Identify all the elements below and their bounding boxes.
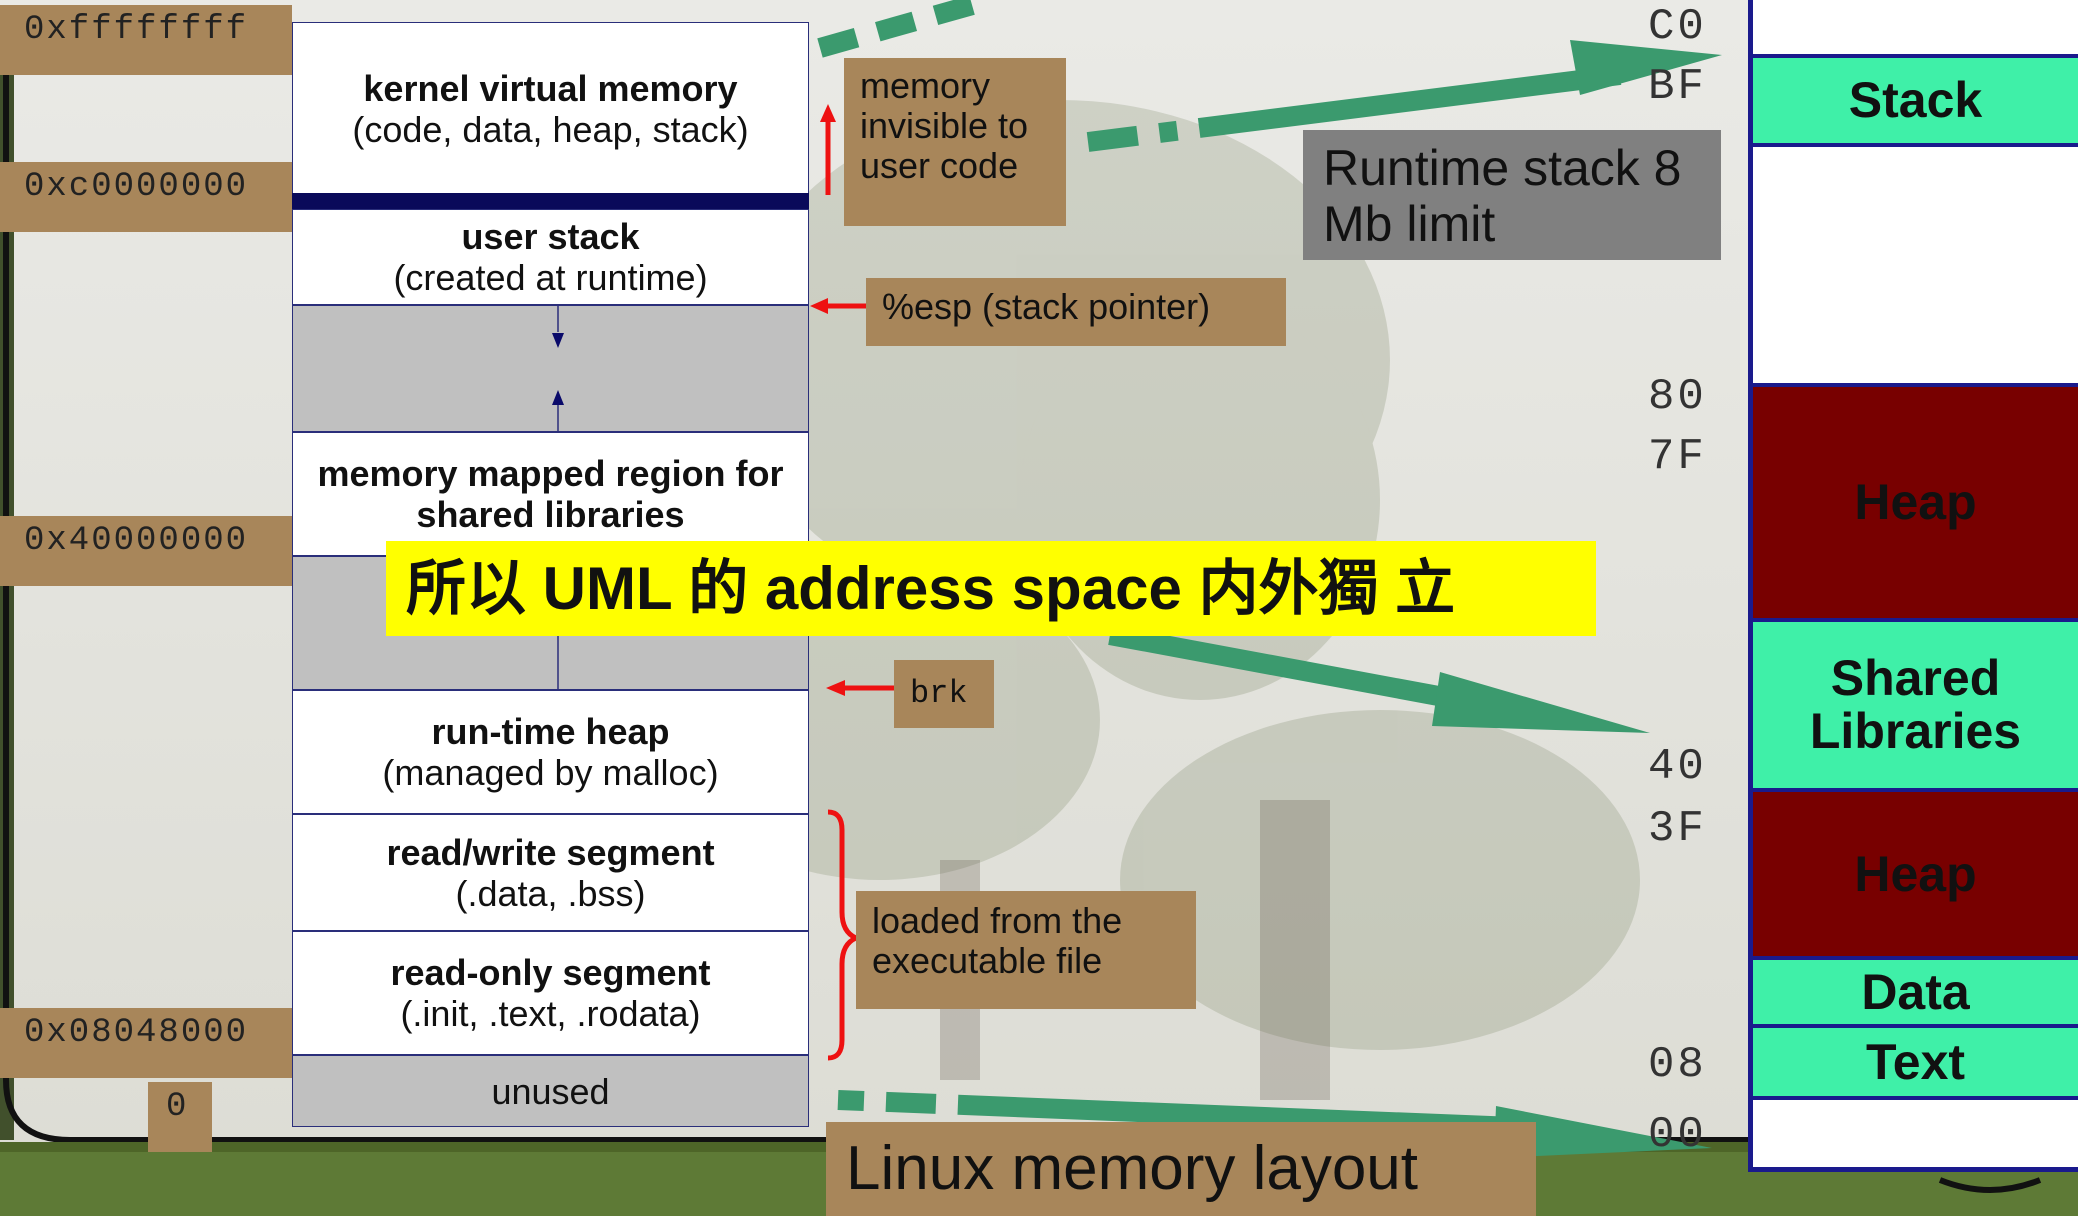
block-text: Text bbox=[1753, 1028, 2078, 1100]
note-loaded-from-executable: loaded from the executable file bbox=[856, 891, 1196, 1009]
segment-kernel-subtitle: (code, data, heap, stack) bbox=[352, 108, 749, 150]
address-label-c0000000: 0xc0000000 bbox=[0, 162, 292, 232]
address-label-40000000: 0x40000000 bbox=[0, 516, 292, 586]
segment-heap-subtitle: (managed by malloc) bbox=[382, 752, 719, 793]
segment-user-stack: user stack (created at runtime) bbox=[292, 209, 809, 305]
note-memory-invisible: memory invisible to user code bbox=[844, 58, 1066, 226]
note-runtime-stack: Runtime stack 8 Mb limit bbox=[1303, 130, 1721, 260]
hex-label-c0: C0 bbox=[1648, 2, 1707, 52]
block-bottom-blank bbox=[1753, 1100, 2078, 1167]
mmap-growth-arrow bbox=[552, 390, 564, 405]
block-heap-upper: Heap bbox=[1753, 387, 2078, 622]
segment-ro-title: read-only segment bbox=[390, 952, 711, 993]
segment-read-only: read-only segment (.init, .text, .rodata… bbox=[292, 931, 809, 1055]
segment-rw-title: read/write segment bbox=[386, 831, 715, 873]
segment-ro-subtitle: (.init, .text, .rodata) bbox=[400, 993, 701, 1034]
address-label-ffffffff: 0xffffffff bbox=[0, 5, 292, 75]
red-arrowhead-invisible bbox=[820, 104, 836, 122]
uml-memory-column: Stack Heap Shared Libraries Heap Data Te… bbox=[1748, 0, 2078, 1172]
hex-label-00: 00 bbox=[1648, 1110, 1707, 1160]
segment-rw-subtitle: (.data, .bss) bbox=[455, 872, 646, 914]
hex-label-7f: 7F bbox=[1648, 432, 1707, 482]
note-esp-stack-pointer: %esp (stack pointer) bbox=[866, 278, 1286, 346]
segment-mmap-title: memory mapped region for shared librarie… bbox=[317, 453, 784, 535]
block-stack: Stack bbox=[1753, 58, 2078, 147]
block-blank-upper bbox=[1753, 147, 2078, 387]
block-shared-libraries: Shared Libraries bbox=[1753, 622, 2078, 792]
hex-label-08: 08 bbox=[1648, 1040, 1707, 1090]
green-arrowhead-stack bbox=[1570, 40, 1722, 95]
stack-growth-gap bbox=[292, 305, 809, 432]
segment-heap-title: run-time heap bbox=[431, 711, 670, 752]
block-heap-lower: Heap bbox=[1753, 792, 2078, 960]
green-arrow-stack bbox=[1086, 65, 1622, 152]
segment-memory-mapped-region: memory mapped region for shared librarie… bbox=[292, 432, 809, 556]
green-arrow-shared bbox=[1108, 625, 1462, 710]
block-data: Data bbox=[1753, 960, 2078, 1028]
red-arrowhead-brk bbox=[826, 680, 845, 696]
segment-kernel-virtual-memory: kernel virtual memory (code, data, heap,… bbox=[292, 22, 809, 195]
segment-unused: unused bbox=[292, 1055, 809, 1127]
green-arrowhead-shared bbox=[1432, 672, 1650, 733]
stack-growth-arrow bbox=[552, 333, 564, 348]
note-brk: brk bbox=[894, 660, 994, 728]
segment-read-write: read/write segment (.data, .bss) bbox=[292, 814, 809, 931]
hex-label-bf: BF bbox=[1648, 62, 1707, 112]
red-arrowhead-esp bbox=[810, 298, 828, 314]
green-arrowhead-bottom bbox=[1494, 1106, 1712, 1158]
hex-label-80: 80 bbox=[1648, 372, 1707, 422]
segment-stack-subtitle: (created at runtime) bbox=[393, 257, 708, 298]
segment-kernel-title: kernel virtual memory bbox=[363, 67, 738, 109]
green-connector-top bbox=[817, 0, 993, 58]
segment-unused-label: unused bbox=[491, 1070, 610, 1112]
segment-run-time-heap: run-time heap (managed by malloc) bbox=[292, 690, 809, 814]
red-brace bbox=[827, 809, 863, 1061]
segment-stack-title: user stack bbox=[461, 216, 640, 257]
slide-title-linux-memory-layout: Linux memory layout bbox=[826, 1122, 1536, 1216]
hex-label-3f: 3F bbox=[1648, 804, 1707, 854]
address-label-zero: 0 bbox=[148, 1082, 212, 1152]
hex-label-40: 40 bbox=[1648, 742, 1707, 792]
kernel-boundary-line bbox=[292, 193, 809, 209]
block-top-blank bbox=[1753, 0, 2078, 58]
banner-uml-address-space: 所以 UML 的 address space 内外獨 立 bbox=[386, 541, 1596, 636]
address-label-08048000: 0x08048000 bbox=[0, 1008, 292, 1078]
